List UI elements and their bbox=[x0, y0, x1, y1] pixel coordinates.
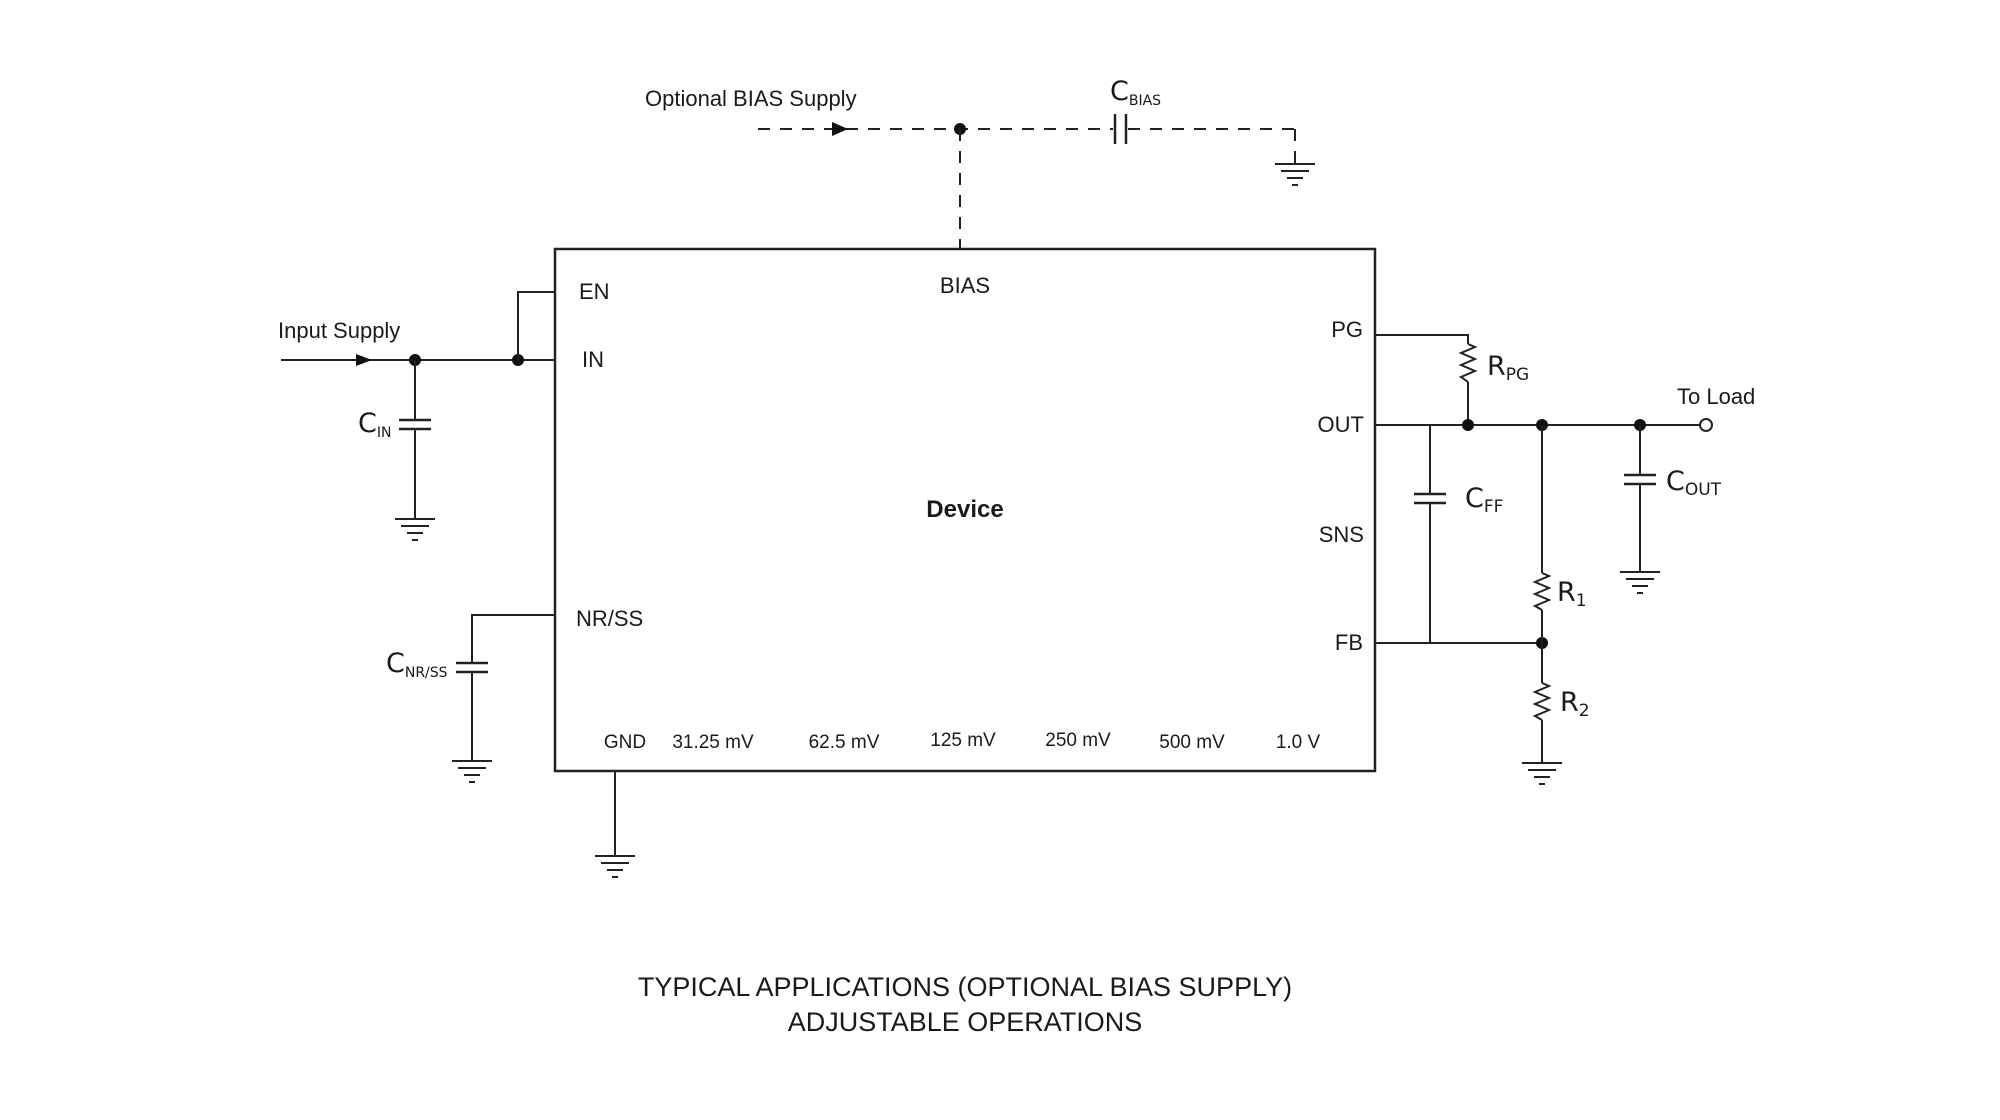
c-in-label: CIN bbox=[358, 408, 391, 441]
optional-bias-supply-label: Optional BIAS Supply bbox=[645, 86, 857, 111]
caption-line-2: ADJUSTABLE OPERATIONS bbox=[788, 1007, 1143, 1037]
c-bias-ground-icon bbox=[1274, 157, 1316, 186]
r1-zigzag bbox=[1532, 572, 1552, 611]
pin-en: EN bbox=[579, 279, 610, 304]
pg-wire bbox=[1375, 334, 1469, 344]
caption-line-1: TYPICAL APPLICATIONS (OPTIONAL BIAS SUPP… bbox=[638, 972, 1292, 1002]
out-junction-rpg bbox=[1462, 419, 1474, 431]
to-load-terminal bbox=[1699, 418, 1713, 432]
pin-pg: PG bbox=[1331, 317, 1363, 342]
c-nrss-ground-icon bbox=[451, 754, 493, 783]
nr-ss-wire bbox=[471, 614, 555, 662]
device-box bbox=[553, 247, 1377, 773]
pin-250mv: 250 mV bbox=[1045, 730, 1111, 751]
pin-fb: FB bbox=[1335, 630, 1363, 655]
c-ff-label: CFF bbox=[1465, 483, 1503, 517]
c-out-label: COUT bbox=[1666, 466, 1722, 500]
input-arrow bbox=[356, 354, 372, 366]
pin-1v: 1.0 V bbox=[1276, 732, 1321, 753]
en-wire bbox=[517, 291, 555, 360]
r2-label: R2 bbox=[1560, 687, 1590, 721]
to-load-label: To Load bbox=[1677, 384, 1755, 409]
pin-gnd: GND bbox=[604, 732, 646, 753]
pin-500mv: 500 mV bbox=[1159, 732, 1225, 753]
r-pg-zigzag bbox=[1458, 343, 1478, 383]
c-in-ground-icon bbox=[394, 512, 436, 541]
pin-in: IN bbox=[582, 347, 604, 372]
pin-bias: BIAS bbox=[940, 273, 990, 298]
pin-out: OUT bbox=[1318, 412, 1364, 437]
r-pg-label: RPG bbox=[1487, 351, 1529, 385]
input-supply-label: Input Supply bbox=[278, 318, 400, 343]
r2-ground-icon bbox=[1521, 756, 1563, 785]
device-ground-icon bbox=[594, 849, 636, 878]
r2-zigzag bbox=[1532, 682, 1552, 721]
c-bias-label: CBIAS bbox=[1110, 76, 1161, 109]
r1-label: R1 bbox=[1557, 577, 1587, 611]
pin-nr-ss: NR/SS bbox=[576, 606, 643, 631]
c-nrss-label: CNR/SS bbox=[386, 648, 448, 681]
pin-125mv: 125 mV bbox=[930, 730, 996, 751]
pin-31mv: 31.25 mV bbox=[672, 732, 754, 753]
pin-sns: SNS bbox=[1319, 522, 1364, 547]
bias-arrow bbox=[832, 122, 848, 136]
c-out-ground-icon bbox=[1619, 565, 1661, 594]
device-label: Device bbox=[926, 496, 1003, 523]
pin-62mv: 62.5 mV bbox=[809, 732, 880, 753]
